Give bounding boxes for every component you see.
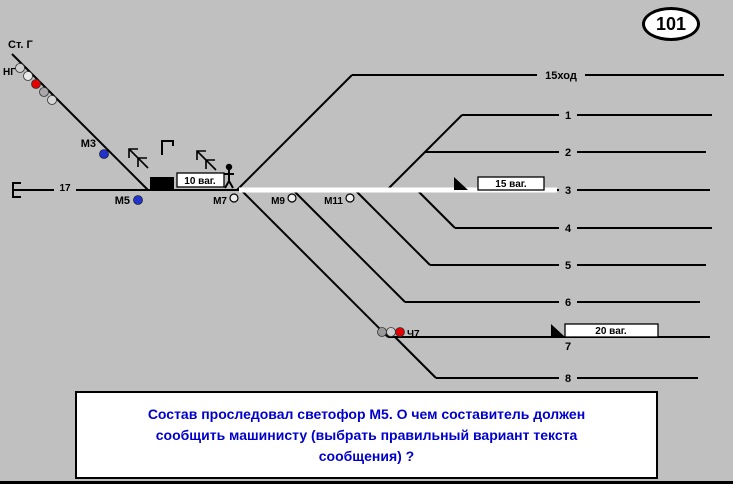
signal-m5: М5	[115, 195, 143, 207]
signal-ch7-lamp-gray-2	[386, 327, 396, 337]
wagons-20-flag-icon	[551, 324, 565, 337]
worker-body	[224, 170, 234, 189]
shunt-arrow-icon-1	[128, 148, 149, 169]
track-3-label-bg	[559, 183, 577, 197]
signal-m7-lamp	[229, 193, 239, 203]
signal-ng-lamp-gray-2	[23, 71, 33, 81]
track-4-label: 4	[565, 223, 572, 235]
wagons-10-label: 10 ваг.	[184, 176, 216, 187]
wagons-10-marker: 10 ваг.	[176, 172, 225, 188]
track-5-label: 5	[565, 260, 571, 272]
track-15hod-label: 15ход	[545, 70, 577, 82]
track-4-label-bg	[559, 221, 577, 235]
wagons-10-box	[176, 172, 225, 188]
signal-m9: М9	[271, 193, 297, 207]
signal-m11: М11	[324, 193, 355, 207]
track-6-label: 6	[565, 297, 571, 309]
station-name: Ст. Г	[8, 39, 33, 51]
signal-m11-lamp	[345, 193, 355, 203]
track-2-label: 2	[565, 147, 571, 159]
diagonal-to-track-5	[354, 189, 431, 266]
wagons-15-box	[477, 176, 545, 191]
question-number-badge: 101	[642, 7, 700, 41]
signal-ch7-lamp-gray-1	[377, 327, 387, 337]
signal-ng-label: НГ	[3, 67, 16, 78]
question-number: 101	[655, 13, 687, 34]
diagonal-to-track-4	[416, 189, 456, 229]
track-8-label-bg	[559, 371, 577, 385]
track-labels: 17 15ход 1 2 3 4 5 6 7 8	[54, 68, 585, 385]
building-icon	[150, 177, 174, 190]
signal-ng-lamp-gray-4	[47, 95, 57, 105]
diagonal-to-track-8	[394, 336, 437, 379]
wagons-15-flag-icon	[454, 177, 468, 190]
worker-icon	[224, 163, 234, 189]
track-15hod-label-bg	[537, 68, 585, 82]
signal-ch7-label: Ч7	[407, 329, 420, 340]
wagons-15-label: 15 ваг.	[495, 179, 527, 190]
signal-m7-label: М7	[213, 196, 227, 207]
diagonal-to-track-6	[292, 189, 406, 303]
worker-head	[225, 163, 233, 171]
signal-m3: М3	[81, 138, 109, 159]
diagonal-to-15hod	[236, 74, 353, 191]
track-5-label-bg	[559, 258, 577, 272]
gauge-post-icon	[161, 140, 174, 155]
track-2-label-bg	[559, 145, 577, 159]
shunt-arrow-icon-2	[196, 150, 217, 171]
diagonal-to-track-1	[386, 114, 463, 191]
signal-ng: НГ	[3, 63, 57, 105]
track-6-label-bg	[559, 295, 577, 309]
signal-m11-label: М11	[324, 196, 343, 207]
track-17-label: 17	[59, 183, 71, 194]
signal-m9-label: М9	[271, 196, 285, 207]
signal-ch7: Ч7	[377, 327, 420, 340]
wagons-20-box	[564, 323, 659, 338]
track-3-label: 3	[565, 185, 571, 197]
wagons-15-marker: 15 ваг.	[454, 176, 545, 191]
signal-m3-label: М3	[81, 138, 96, 150]
track-17-label-bg	[54, 181, 76, 194]
question-box: Состав проследовал светофор М5. О чем со…	[75, 391, 658, 479]
station-g-approach-line	[11, 53, 149, 191]
diagonal-to-track-7	[240, 189, 389, 338]
signal-ch7-lamp-red	[395, 327, 405, 337]
signal-m5-label: М5	[115, 195, 130, 207]
track-1-label-bg	[559, 108, 577, 122]
question-text: Состав проследовал светофор М5. О чем со…	[147, 405, 586, 464]
signal-ng-lamp-gray-3	[39, 87, 49, 97]
track-8-label: 8	[565, 373, 571, 385]
window-bottom-edge	[0, 481, 733, 484]
signal-m9-lamp	[287, 193, 297, 203]
track-7-label: 7	[565, 341, 571, 353]
track-7-label-bg	[560, 340, 577, 353]
signal-ng-lamp-gray-1	[15, 63, 25, 73]
signal-m5-lamp-blue	[133, 195, 143, 205]
wagons-20-label: 20 ваг.	[595, 326, 627, 337]
signal-m7: М7	[213, 193, 239, 207]
signal-m3-lamp-blue	[99, 149, 109, 159]
signal-ng-lamp-red	[31, 79, 41, 89]
wagons-20-marker: 20 ваг.	[551, 323, 659, 338]
track-1-label: 1	[565, 110, 571, 122]
